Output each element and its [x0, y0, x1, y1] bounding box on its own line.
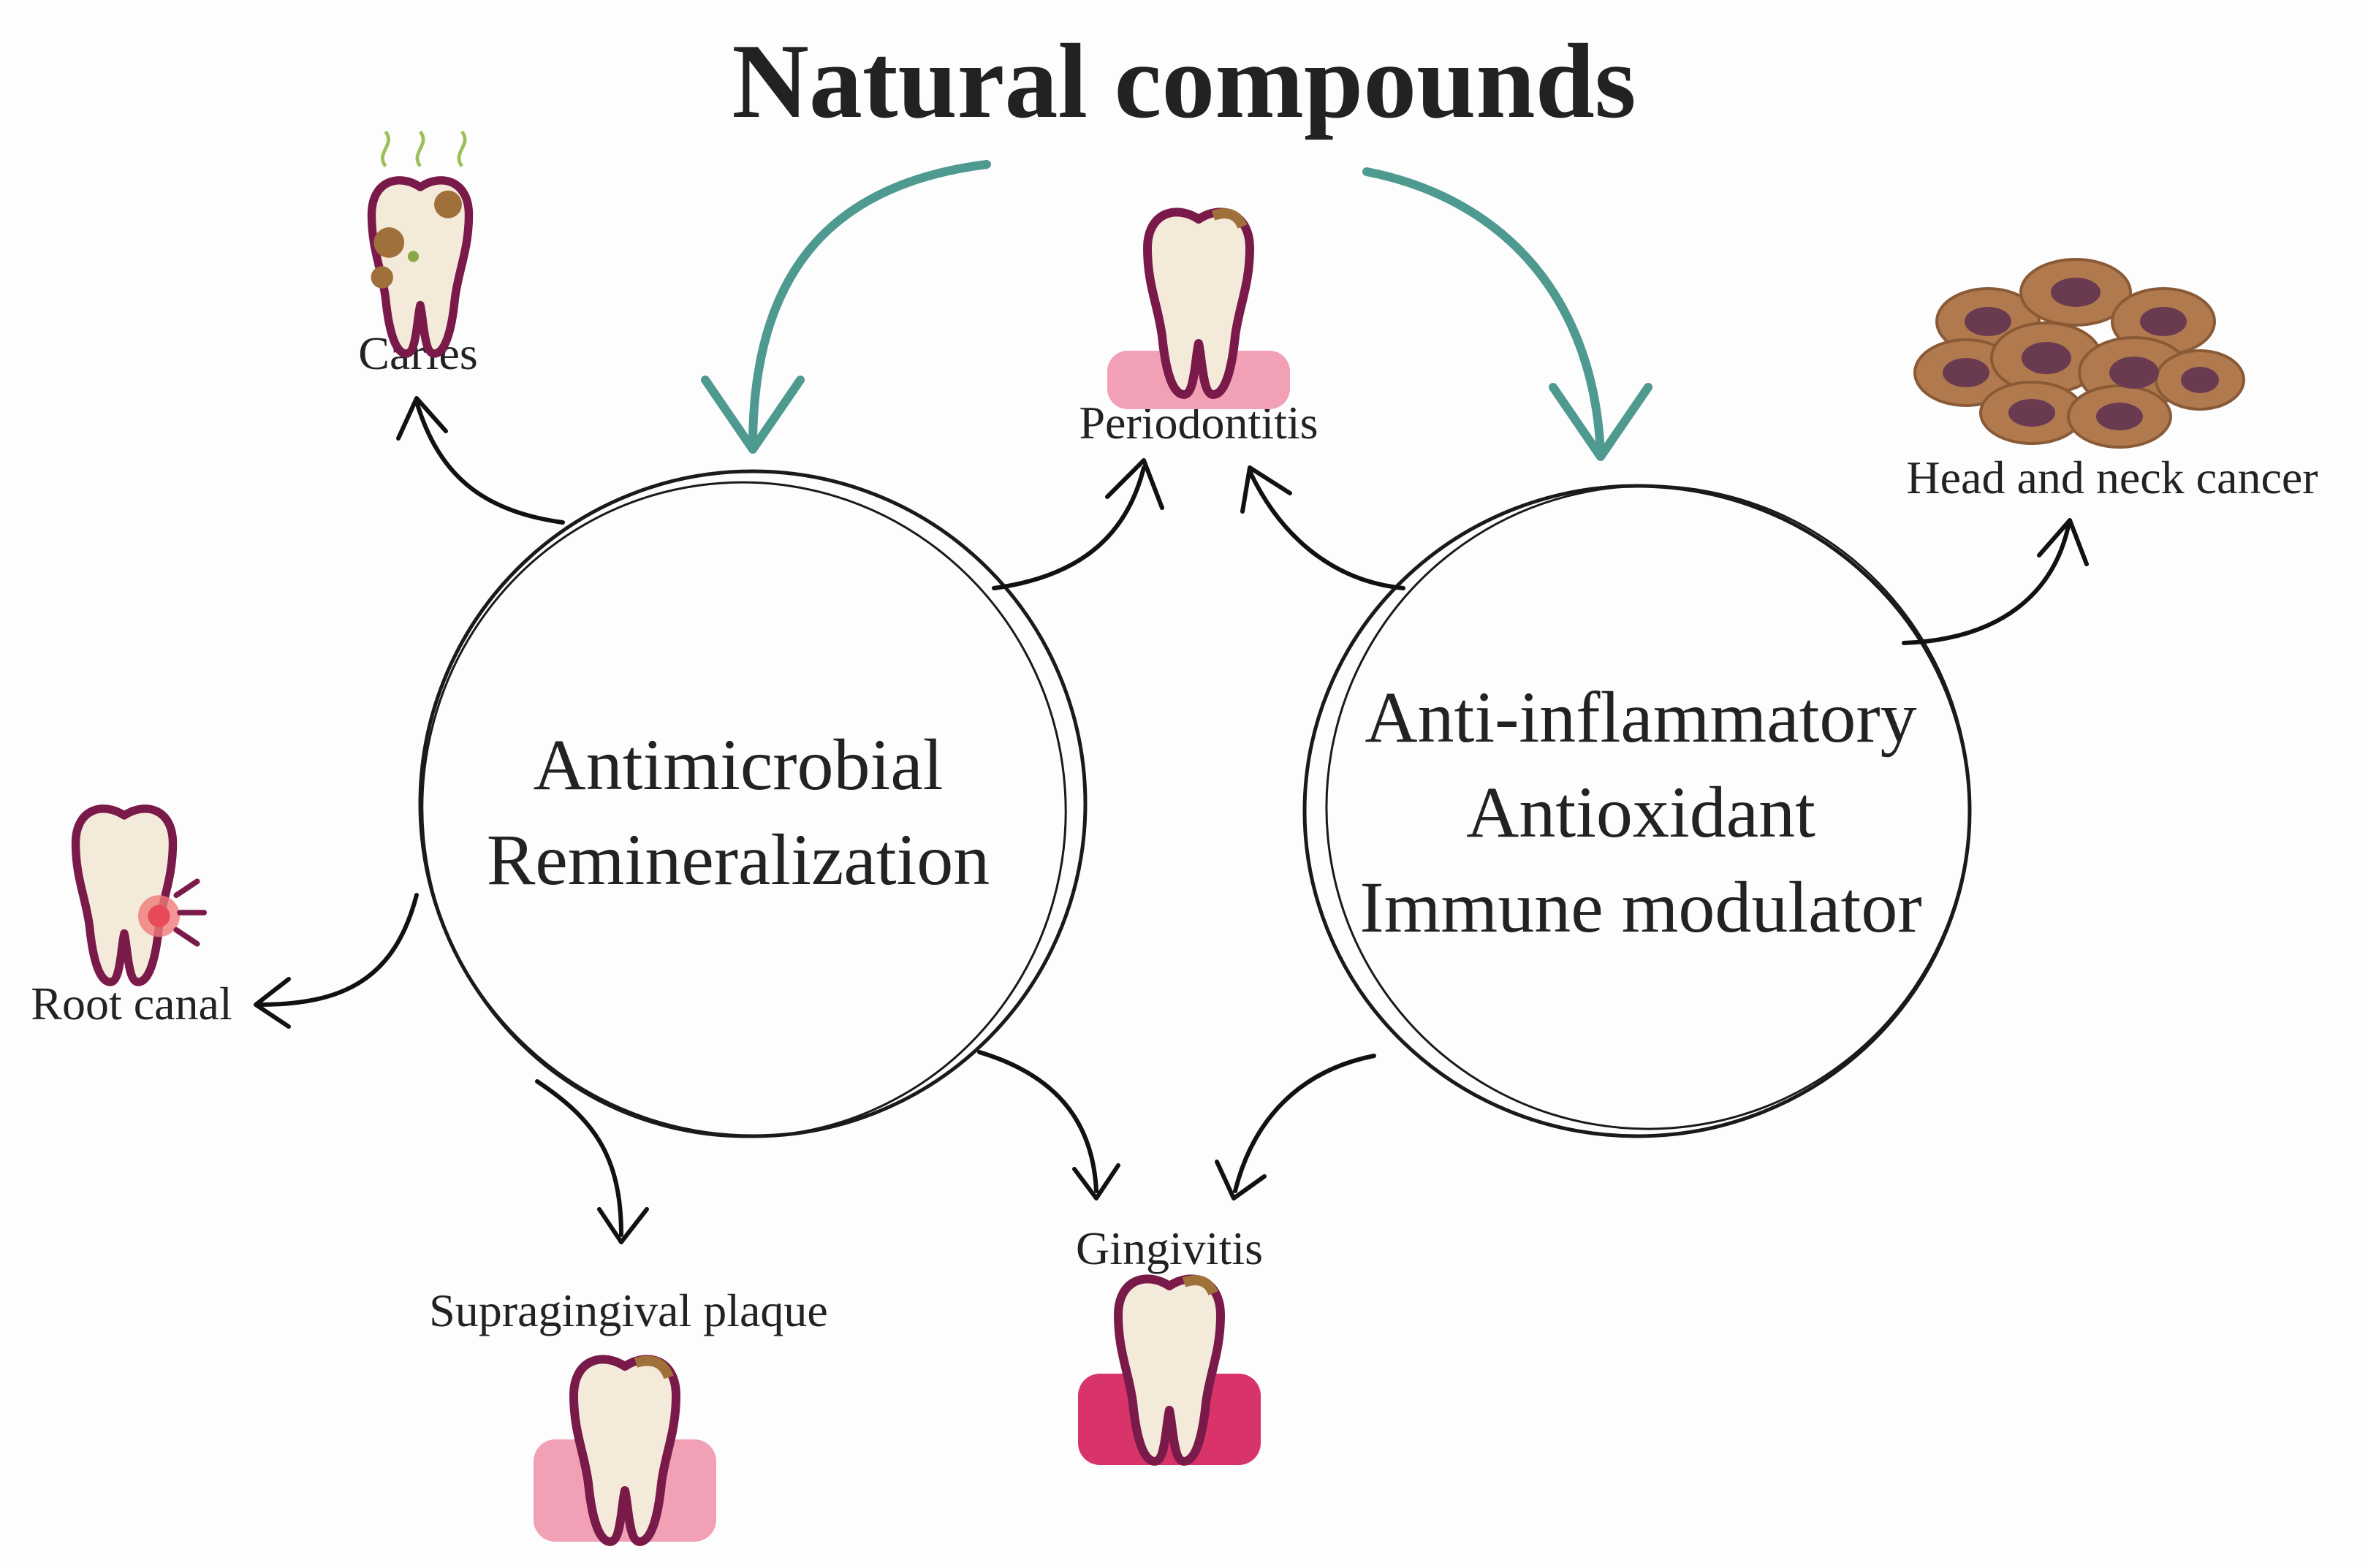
caries-tooth-icon [371, 130, 469, 354]
arrow-to-supragingival-plaque [535, 1079, 649, 1244]
periodontitis-tooth-icon [1107, 212, 1290, 409]
supragingival-plaque-tooth-icon [534, 1359, 716, 1542]
circle-antimicrobial: Antimicrobial Remineralization [418, 469, 1088, 1138]
arrow-left-to-periodontitis [992, 458, 1164, 590]
circle-anti-inflammatory: Anti-inflammatory Antioxidant Immune mod… [1302, 484, 1972, 1138]
cancer-cells-icon [1913, 258, 2245, 449]
label-supragingival-plaque: Supragingival plaque [429, 1285, 828, 1336]
circle-right-line-3: Immune modulator [1359, 867, 1921, 948]
teal-arrow-right [1362, 167, 1652, 461]
label-root-canal: Root canal [31, 978, 232, 1030]
arrow-to-root-canal [254, 893, 419, 1029]
gingivitis-tooth-icon [1078, 1279, 1261, 1465]
label-head-neck-cancer: Head and neck cancer [1906, 452, 2318, 503]
circle-right-line-2: Antioxidant [1466, 772, 1815, 853]
arrow-right-to-gingivitis [1215, 1054, 1376, 1200]
label-gingivitis: Gingivitis [1076, 1222, 1263, 1274]
root-canal-tooth-icon [76, 809, 208, 982]
circle-right-line-1: Anti-inflammatory [1365, 677, 1916, 758]
diagram-title: Natural compounds [732, 22, 1636, 140]
arrow-right-to-periodontitis [1240, 465, 1405, 590]
circle-left-line-2: Remineralization [487, 819, 990, 900]
circle-left-line-1: Antimicrobial [534, 724, 944, 805]
arrow-left-to-gingivitis [977, 1050, 1120, 1200]
teal-arrow-left [701, 160, 991, 454]
arrow-to-caries [396, 396, 565, 525]
arrow-to-head-neck-cancer [1902, 518, 2089, 645]
